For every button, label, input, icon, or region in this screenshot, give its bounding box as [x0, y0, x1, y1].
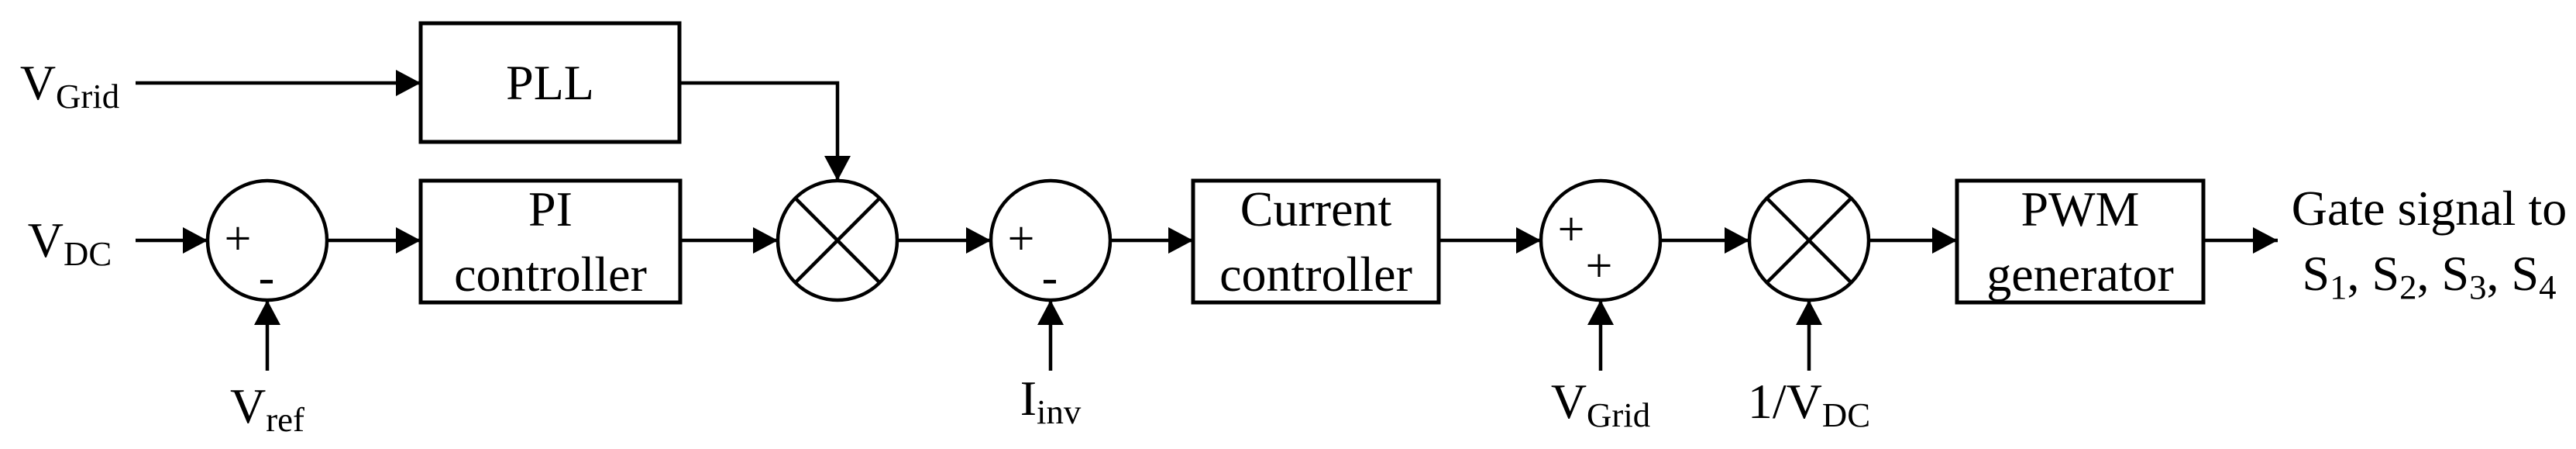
- label-v-grid-input: VGrid: [19, 55, 120, 116]
- pll-block-label-line1: PLL: [506, 54, 594, 110]
- sum3-plus-sign-left: +: [1557, 203, 1585, 256]
- sum3-plus-sign-bottom: +: [1585, 240, 1613, 292]
- pi-controller-block-label: PI controller: [421, 181, 680, 302]
- pwm-generator-label-line2: generator: [1986, 246, 2174, 302]
- multiplier-2-cross-icon: [1766, 197, 1852, 284]
- pi-controller-block-box: [418, 178, 683, 305]
- pwm-generator-block-label: PWM generator: [1957, 181, 2203, 302]
- pll-block-box: [418, 21, 682, 144]
- pi-controller-label-line1: PI: [528, 181, 573, 237]
- current-controller-label-line1: Current: [1240, 181, 1392, 237]
- sum2-minus-sign: -: [1041, 251, 1058, 304]
- sum-junction-2-circle: [989, 178, 1113, 302]
- label-i-inv: Iinv: [1020, 371, 1082, 432]
- current-controller-block-box: [1191, 178, 1441, 305]
- sum-junction-1-circle: [205, 178, 329, 302]
- sum1-minus-sign: -: [258, 251, 275, 304]
- sum2-plus-sign: +: [1007, 212, 1035, 265]
- label-v-grid-feedforward: VGrid: [1550, 374, 1651, 435]
- sum-junction-3-circle: [1539, 178, 1663, 302]
- current-controller-block-label: Current controller: [1193, 181, 1439, 302]
- multiplier-1-cross-icon: [794, 197, 881, 284]
- output-gate-signal-line1: Gate signal to: [2291, 181, 2567, 236]
- pwm-generator-block-box: [1955, 178, 2206, 305]
- label-inv-v-dc: 1/VDC: [1747, 374, 1871, 435]
- pi-controller-label-line2: controller: [454, 246, 647, 302]
- output-gate-signal-line2: S1, S2, S3, S4: [2302, 246, 2557, 307]
- pll-block-label: PLL: [421, 23, 679, 142]
- pwm-generator-label-line1: PWM: [2021, 181, 2140, 237]
- arrow-pll-to-multiplier1: [680, 81, 851, 181]
- label-v-ref: Vref: [230, 378, 304, 440]
- sum1-plus-sign: +: [224, 212, 252, 265]
- output-gate-signal-label: Gate signal to S1, S2, S3, S4: [2282, 176, 2576, 306]
- label-v-dc-input: VDC: [27, 212, 112, 274]
- current-controller-label-line2: controller: [1219, 246, 1412, 302]
